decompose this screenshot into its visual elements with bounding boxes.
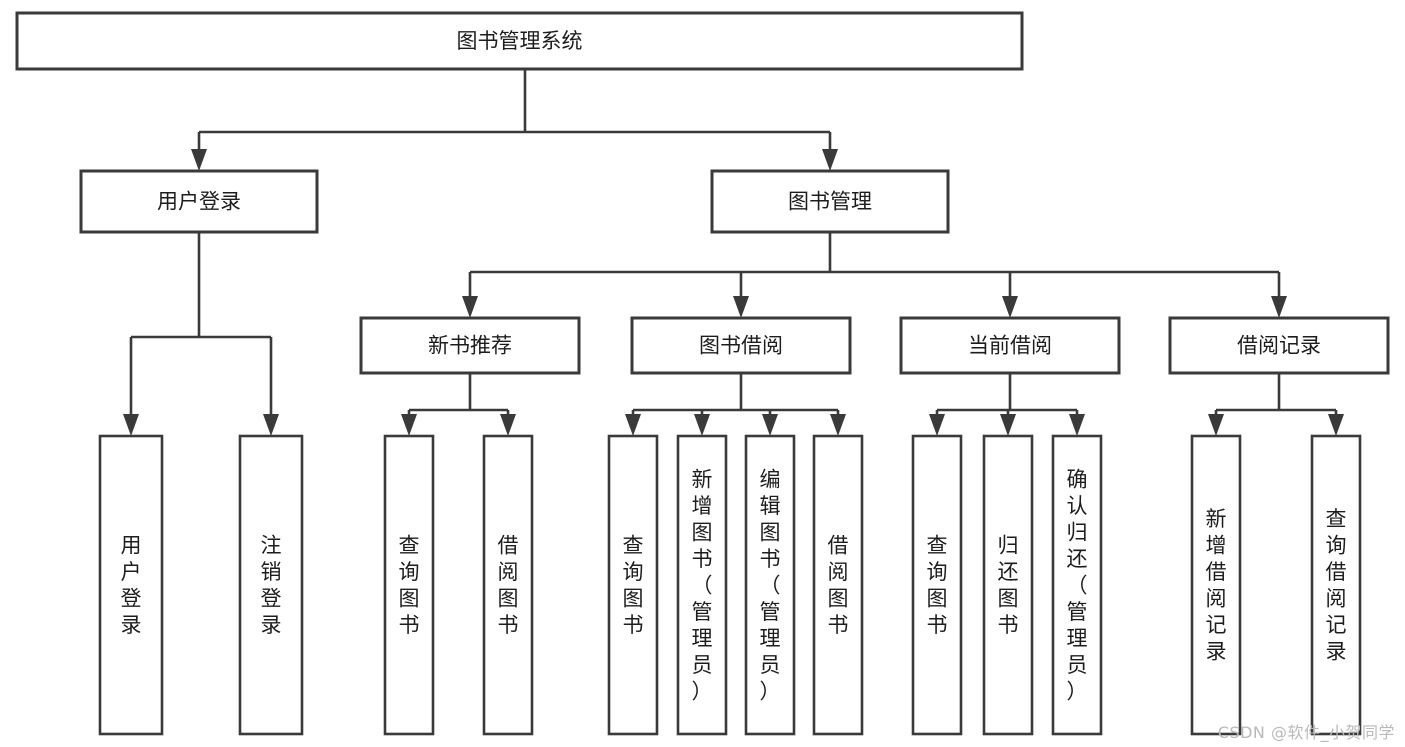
node-user-logout-leaf[interactable]: 注销登录	[238, 434, 304, 736]
arrow-head-icon	[263, 414, 279, 436]
node-borrow-query-book[interactable]: 查询图书	[607, 434, 659, 736]
node-borrow-lend-book[interactable]: 借阅图书	[812, 434, 864, 736]
node-box-user-login-leaf[interactable]	[98, 434, 164, 736]
node-user-login-leaf[interactable]: 用户登录	[98, 434, 164, 736]
node-box-book-borrow[interactable]	[630, 316, 852, 375]
node-cur-confirm-return[interactable]: 确认归还（管理员）	[1051, 434, 1103, 736]
node-box-borrow-edit-book[interactable]	[744, 434, 796, 736]
node-label-book-manage: 图书管理	[788, 190, 872, 214]
arrow-head-icon	[1069, 414, 1085, 436]
node-label-user-login-leaf: 用户登录	[121, 534, 142, 638]
arrow-head-icon	[191, 149, 207, 171]
arrow-head-icon	[1271, 296, 1287, 318]
node-label-cur-query-book: 查询图书	[927, 534, 948, 638]
node-label-rec-query-record: 查询借阅记录	[1326, 507, 1347, 664]
node-box-rec-borrow-book[interactable]	[482, 434, 534, 736]
node-label-borrow-edit-book: 编辑图书（管理员）	[760, 467, 781, 703]
node-box-rec-add-record[interactable]	[1190, 434, 1242, 736]
node-label-rec-query-book: 查询图书	[399, 534, 420, 638]
arrow-head-icon	[762, 414, 778, 436]
node-user-login[interactable]: 用户登录	[79, 169, 319, 234]
node-rec-add-record[interactable]: 新增借阅记录	[1190, 434, 1242, 736]
node-rec-query-record[interactable]: 查询借阅记录	[1310, 434, 1362, 736]
node-borrow-add-book[interactable]: 新增图书（管理员）	[676, 434, 728, 736]
node-box-new-book-rec[interactable]	[359, 316, 581, 375]
node-box-borrow-record[interactable]	[1168, 316, 1390, 375]
arrow-head-icon	[822, 149, 838, 171]
arrow-head-icon	[500, 414, 516, 436]
node-new-book-rec[interactable]: 新书推荐	[359, 316, 581, 375]
node-label-book-borrow: 图书借阅	[699, 334, 783, 358]
node-rec-query-book[interactable]: 查询图书	[383, 434, 435, 736]
arrow-head-icon	[1328, 414, 1344, 436]
node-label-root: 图书管理系统	[457, 29, 583, 53]
node-box-cur-query-book[interactable]	[911, 434, 963, 736]
node-box-book-manage[interactable]	[710, 169, 950, 234]
node-box-borrow-add-book[interactable]	[676, 434, 728, 736]
node-box-borrow-lend-book[interactable]	[812, 434, 864, 736]
node-label-borrow-record: 借阅记录	[1237, 334, 1321, 358]
arrow-head-icon	[929, 414, 945, 436]
arrow-head-icon	[1208, 414, 1224, 436]
node-book-borrow[interactable]: 图书借阅	[630, 316, 852, 375]
node-label-borrow-add-book: 新增图书（管理员）	[692, 467, 713, 703]
node-box-rec-query-book[interactable]	[383, 434, 435, 736]
arrow-head-icon	[1000, 414, 1016, 436]
node-box-user-login[interactable]	[79, 169, 319, 234]
arrow-head-icon	[830, 414, 846, 436]
node-label-new-book-rec: 新书推荐	[428, 334, 512, 358]
node-cur-query-book[interactable]: 查询图书	[911, 434, 963, 736]
node-label-user-login: 用户登录	[157, 190, 241, 214]
arrow-head-icon	[401, 414, 417, 436]
node-label-user-logout-leaf: 注销登录	[261, 534, 282, 638]
node-root[interactable]: 图书管理系统	[15, 11, 1024, 71]
arrow-head-icon	[123, 414, 139, 436]
node-label-rec-add-record: 新增借阅记录	[1206, 507, 1227, 664]
connector-layer	[123, 69, 1344, 436]
node-label-cur-return-book: 归还图书	[998, 534, 1019, 638]
node-box-borrow-query-book[interactable]	[607, 434, 659, 736]
node-current-borrow[interactable]: 当前借阅	[899, 316, 1121, 375]
arrow-head-icon	[462, 296, 478, 318]
node-label-current-borrow: 当前借阅	[968, 334, 1052, 358]
node-rec-borrow-book[interactable]: 借阅图书	[482, 434, 534, 736]
node-layer: 图书管理系统用户登录图书管理用户登录注销登录新书推荐查询图书借阅图书图书借阅查询…	[15, 11, 1390, 736]
node-box-rec-query-record[interactable]	[1310, 434, 1362, 736]
node-box-user-logout-leaf[interactable]	[238, 434, 304, 736]
node-box-cur-return-book[interactable]	[982, 434, 1034, 736]
node-borrow-record[interactable]: 借阅记录	[1168, 316, 1390, 375]
arrow-head-icon	[733, 296, 749, 318]
node-label-cur-confirm-return: 确认归还（管理员）	[1067, 467, 1088, 703]
node-box-root[interactable]	[15, 11, 1024, 71]
arrow-head-icon	[625, 414, 641, 436]
node-book-manage[interactable]: 图书管理	[710, 169, 950, 234]
arrow-head-icon	[1002, 296, 1018, 318]
node-label-borrow-query-book: 查询图书	[623, 534, 644, 638]
node-box-cur-confirm-return[interactable]	[1051, 434, 1103, 736]
node-cur-return-book[interactable]: 归还图书	[982, 434, 1034, 736]
node-box-current-borrow[interactable]	[899, 316, 1121, 375]
node-label-borrow-lend-book: 借阅图书	[828, 534, 849, 638]
arrow-head-icon	[694, 414, 710, 436]
node-borrow-edit-book[interactable]: 编辑图书（管理员）	[744, 434, 796, 736]
node-label-rec-borrow-book: 借阅图书	[498, 534, 519, 638]
